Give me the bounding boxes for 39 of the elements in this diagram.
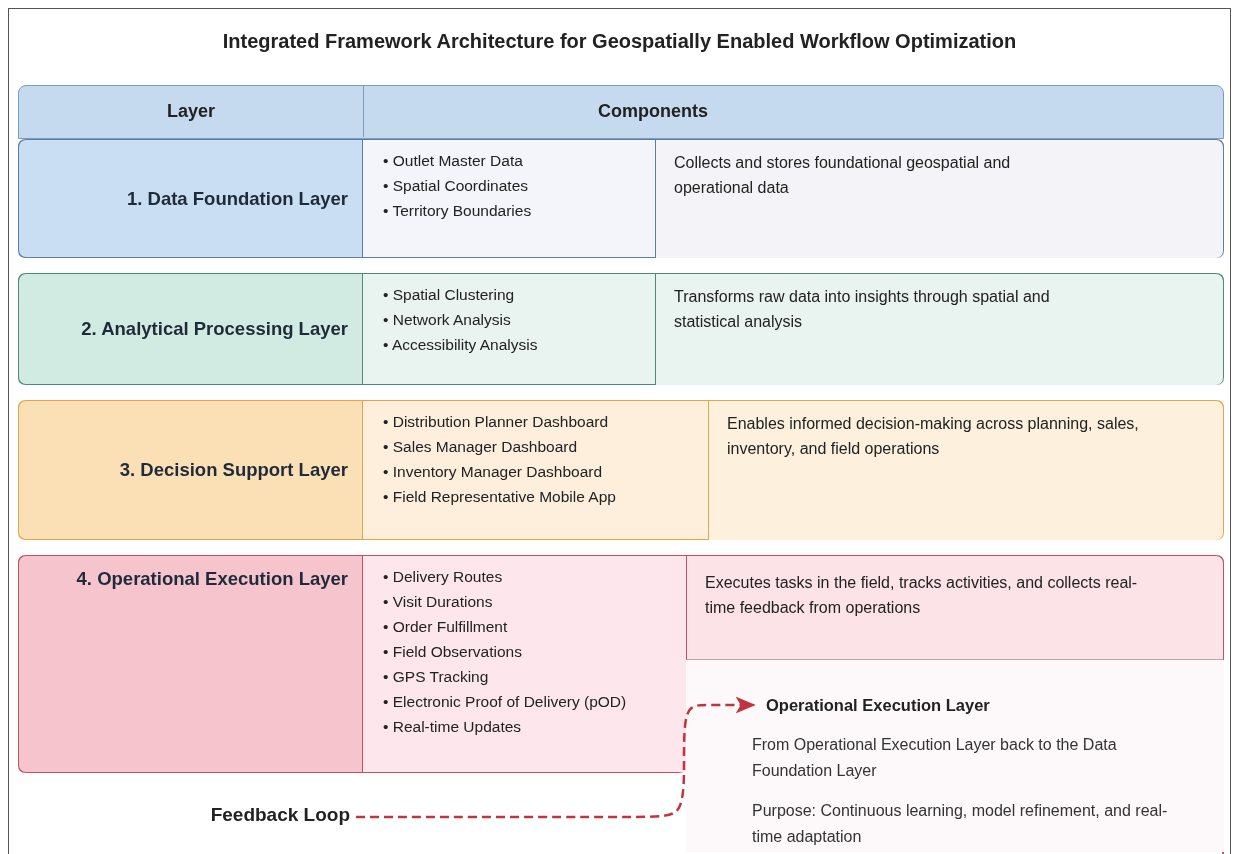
panel-text: From Operational Execution Layer back to the Data Foundation Layer: [752, 735, 1118, 781]
layer-name: 3. Decision Support Layer: [19, 401, 362, 539]
component-item: • Order Fulfillment: [383, 617, 509, 637]
layer-row: [18, 400, 1224, 540]
component-item: • Spatial Clustering: [383, 285, 516, 305]
component-item: • Distribution Planner Dashboard: [383, 412, 610, 432]
table-header: [18, 85, 1224, 139]
layer-row: [18, 555, 1224, 852]
component-item: • GPS Tracking: [383, 667, 490, 687]
layer-row: [18, 273, 1224, 385]
layer-description: Executes tasks in the field, tracks activities, and collects real-time feedback from operations: [686, 556, 1223, 660]
feedback-loop-label: Feedback Loop: [150, 800, 350, 830]
column-header: Layer: [165, 100, 216, 123]
component-item: • Field Observations: [383, 642, 523, 662]
component-item: • Network Analysis: [383, 310, 512, 330]
layer-description: Enables informed decision-making across planning, sales, inventory, and field operations: [708, 401, 1223, 540]
component-item: • Field Representative Mobile App: [383, 487, 617, 507]
layer-name: 2. Analytical Processing Layer: [19, 274, 362, 384]
layer-name: 1. Data Foundation Layer: [19, 140, 362, 257]
component-item: • Outlet Master Data: [383, 151, 524, 171]
layer-description: Collects and stores foundational geospatial and operational data: [655, 140, 1223, 258]
feedback-panel: [686, 660, 1224, 852]
layer-name: 4. Operational Execution Layer: [19, 556, 362, 772]
component-item: • Territory Boundaries: [383, 201, 533, 221]
column-header: Components: [363, 86, 1222, 137]
component-item: • Electronic Proof of Delivery (pOD): [383, 692, 628, 712]
component-item: • Accessibility Analysis: [383, 335, 539, 355]
component-item: • Real-time Updates: [383, 717, 523, 737]
component-item: • Inventory Manager Dashboard: [383, 462, 604, 482]
layer-description: Transforms raw data into insights through spatial and statistical analysis: [655, 274, 1223, 385]
panel-text: Purpose: Continuous learning, model refinement, and real-time adaptation: [752, 801, 1169, 847]
layer-row: [18, 139, 1224, 258]
panel-heading: Operational Execution Layer: [766, 692, 1086, 718]
component-item: • Delivery Routes: [383, 567, 504, 587]
feedback-arrow: [356, 696, 756, 819]
component-item: • Visit Durations: [383, 592, 494, 612]
diagram-title: Integrated Framework Architecture for Geospatially Enabled Workflow Optimization: [221, 30, 1018, 53]
component-item: • Spatial Coordinates: [383, 176, 529, 196]
component-item: • Sales Manager Dashboard: [383, 437, 579, 457]
